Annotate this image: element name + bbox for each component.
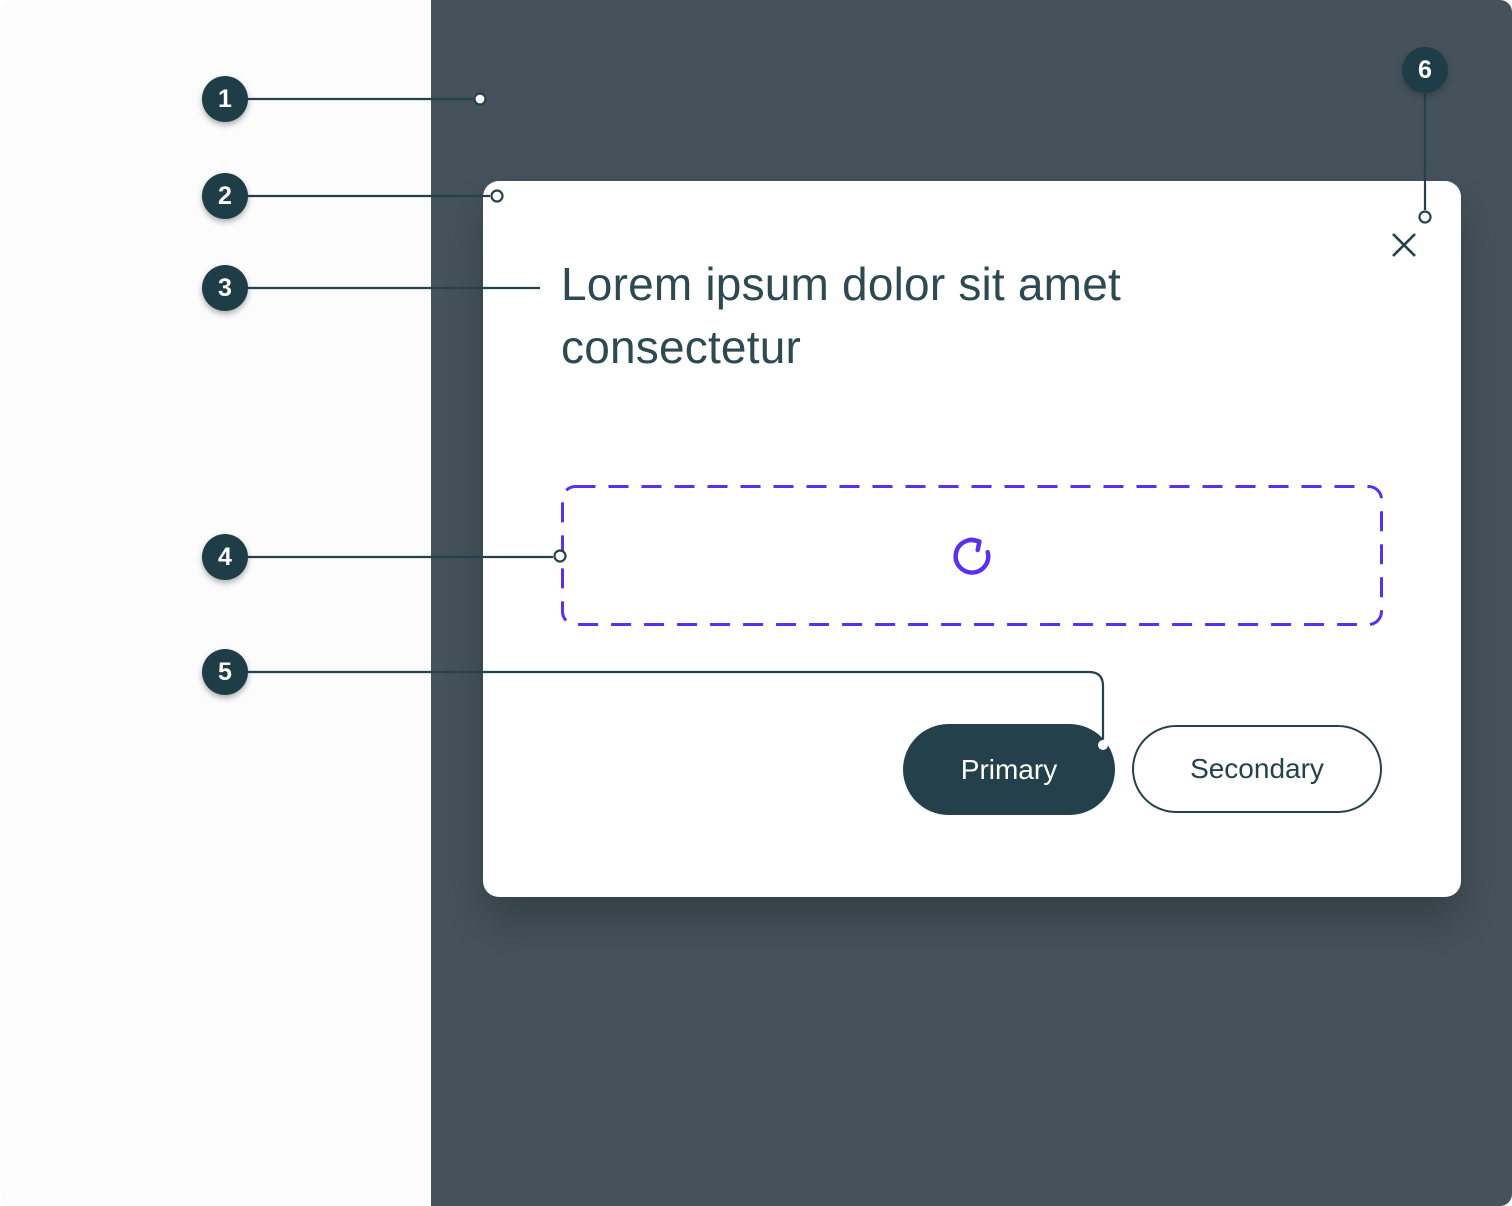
secondary-button[interactable]: Secondary xyxy=(1132,725,1382,813)
annotation-callout-1: 1 xyxy=(202,76,248,122)
placeholder-dashed-frame xyxy=(561,485,1383,626)
close-button[interactable] xyxy=(1388,229,1420,261)
primary-button[interactable]: Primary xyxy=(903,724,1115,815)
close-icon xyxy=(1392,233,1416,257)
annotation-callout-4: 4 xyxy=(202,534,248,580)
modal-title: Lorem ipsum dolor sit amet consectetur xyxy=(561,258,1121,373)
annotation-callout-5: 5 xyxy=(202,649,248,695)
modal-actions: Primary Secondary xyxy=(483,181,1461,897)
modal-dialog: Lorem ipsum dolor sit amet consectetur P… xyxy=(483,181,1461,897)
content-placeholder xyxy=(561,485,1383,626)
annotation-callout-6: 6 xyxy=(1402,47,1448,93)
annotation-callout-2: 2 xyxy=(202,173,248,219)
annotation-callout-3: 3 xyxy=(202,265,248,311)
refresh-icon xyxy=(953,537,991,575)
